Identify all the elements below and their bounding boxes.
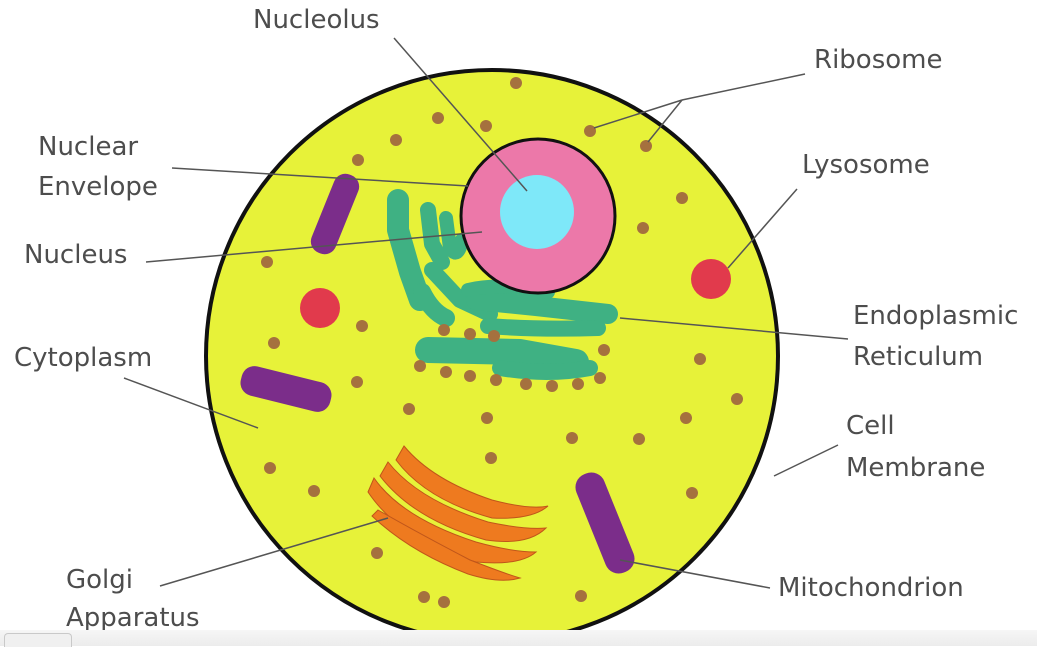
label-nuclear-envelope-line1: Nuclear <box>38 129 138 165</box>
bottom-tab[interactable] <box>4 633 72 647</box>
label-nucleolus: Nucleolus <box>253 2 380 38</box>
label-endoplasmic-line2: Reticulum <box>853 339 983 375</box>
nucleolus <box>500 175 574 249</box>
label-cytoplasm: Cytoplasm <box>14 340 152 376</box>
leader-ribosome-1 <box>682 74 805 100</box>
label-cell-membrane-line2: Membrane <box>846 450 985 486</box>
label-mitochondrion: Mitochondrion <box>778 570 964 606</box>
label-nucleus: Nucleus <box>24 237 127 273</box>
label-golgi-line1: Golgi <box>66 562 133 598</box>
label-cell-membrane-line1: Cell <box>846 408 895 444</box>
leader-cell-membrane <box>774 445 838 476</box>
label-ribosome: Ribosome <box>814 42 942 78</box>
bottom-toolbar-strip <box>0 630 1037 646</box>
lysosome-2 <box>300 288 340 328</box>
label-endoplasmic-line1: Endoplasmic <box>853 298 1018 334</box>
label-nuclear-envelope-line2: Envelope <box>38 169 158 205</box>
label-lysosome: Lysosome <box>802 147 930 183</box>
lysosome <box>691 259 731 299</box>
